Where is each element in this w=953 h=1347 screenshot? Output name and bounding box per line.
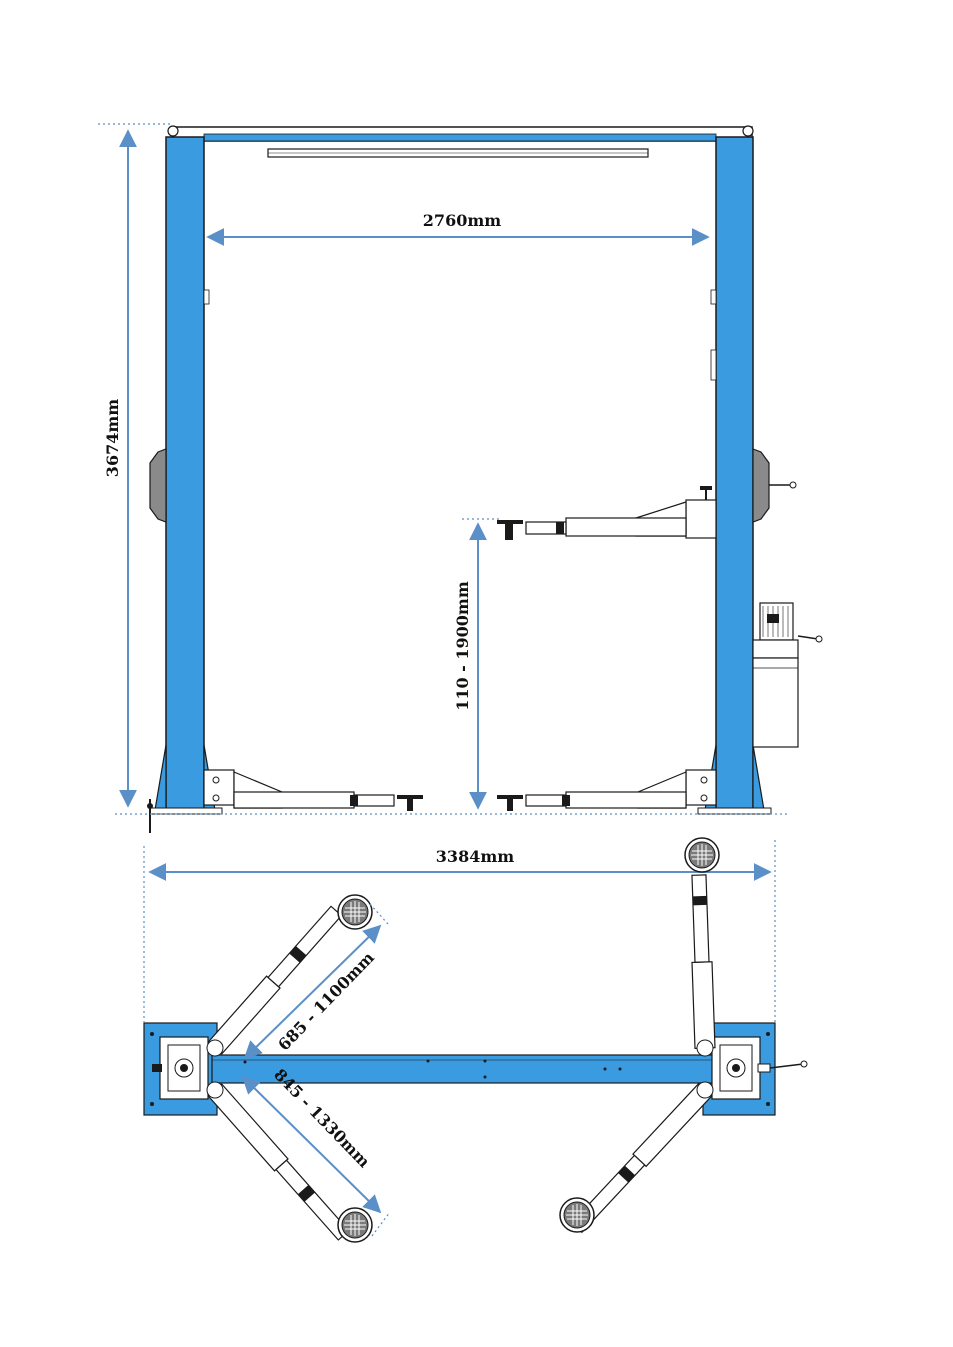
long-arm-arrow bbox=[241, 1075, 382, 1214]
right-front-arm bbox=[691, 874, 716, 1057]
short-arm-arrow bbox=[243, 924, 382, 1060]
left-column bbox=[165, 136, 205, 811]
right-column-footprint bbox=[711, 1032, 808, 1106]
right-column bbox=[715, 136, 754, 811]
left-column-cover bbox=[149, 448, 167, 523]
lift-pad-icon bbox=[337, 894, 373, 930]
left-column-base bbox=[154, 744, 167, 811]
lift-pad-icon bbox=[337, 1207, 373, 1243]
lift-pad-icon bbox=[684, 837, 720, 873]
plan-view: 3384mm bbox=[143, 837, 808, 1243]
front-elevation: 2760mm 3674mm 110 - 1900mm bbox=[98, 123, 823, 833]
overall-width-label: 3384mm bbox=[436, 847, 514, 866]
lowered-arm-left bbox=[203, 769, 423, 811]
right-column-cover bbox=[752, 448, 770, 523]
hydraulic-tank-icon bbox=[752, 657, 799, 748]
raised-arm-right bbox=[497, 486, 717, 540]
lift-height-label: 110 - 1900mm bbox=[453, 581, 472, 711]
left-column-footprint bbox=[150, 1032, 209, 1106]
floor-plate-holes bbox=[243, 1059, 622, 1079]
lift-pad-icon bbox=[559, 1197, 595, 1233]
crossbeam-pulley-right bbox=[742, 125, 754, 137]
top-crossbeam-band bbox=[203, 133, 717, 142]
crossbeam-pulley-left bbox=[167, 125, 179, 137]
overall-height-label: 3674mm bbox=[103, 399, 122, 477]
lowered-arm-right bbox=[497, 769, 717, 811]
motor-icon bbox=[752, 602, 823, 659]
inner-width-label: 2760mm bbox=[423, 211, 501, 230]
